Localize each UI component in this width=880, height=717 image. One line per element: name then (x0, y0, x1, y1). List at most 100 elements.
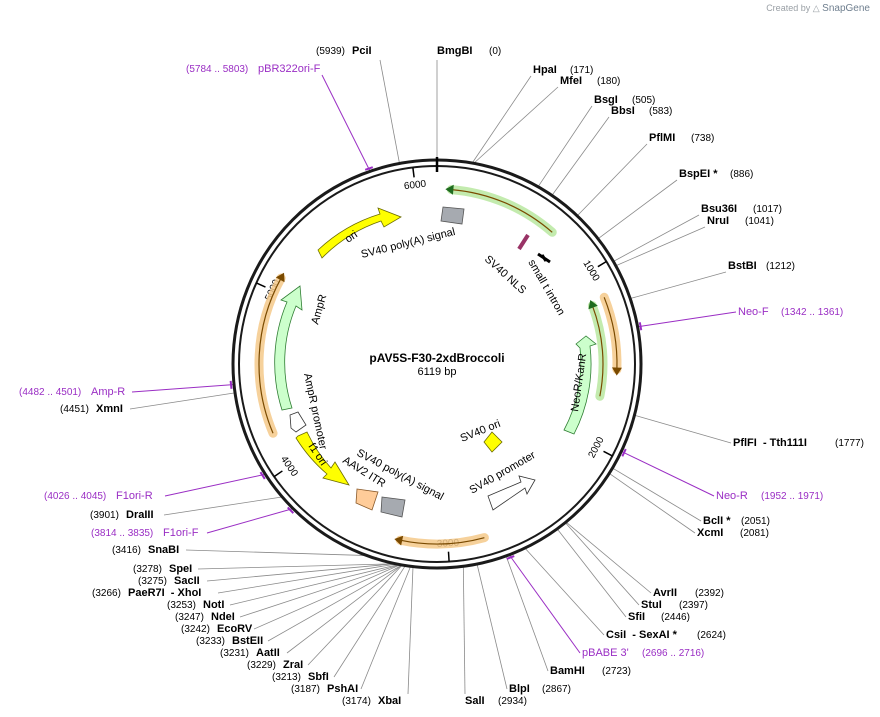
enzyme-position: (2051) (741, 516, 770, 527)
bottom-orange-arc-arrowhead (394, 535, 404, 546)
enzyme-label[interactable]: SacII (174, 575, 200, 587)
enzyme-position: (3187) (291, 684, 320, 695)
primer-connector-line (622, 451, 715, 497)
watermark-created-by: Created by (766, 3, 811, 13)
enzyme-position: (3416) (112, 545, 141, 556)
tick-mark (273, 470, 283, 478)
enzyme-connector-line (307, 565, 402, 666)
primer-label[interactable]: pBABE 3' (582, 647, 629, 659)
enzyme-position: (0) (489, 46, 501, 57)
primer-binding-mark (287, 506, 295, 514)
ampr-promoter-feature[interactable] (289, 411, 307, 433)
enzyme-position: (3242) (181, 624, 210, 635)
enzyme-label[interactable]: BstBI (728, 260, 757, 272)
enzyme-label[interactable]: AvrII (653, 587, 677, 599)
enzyme-label[interactable]: CsiI - SexAI * (606, 629, 678, 641)
enzyme-connector-line (538, 105, 593, 187)
enzyme-label[interactable]: XcmI (697, 527, 723, 539)
enzyme-position: (3213) (272, 672, 301, 683)
enzyme-label[interactable]: BbsI (611, 105, 635, 117)
tick-mark (603, 450, 613, 457)
enzyme-connector-line (206, 563, 393, 582)
primer-binding-mark (506, 555, 515, 560)
sv40-polya-signal-bottom-feature[interactable] (380, 496, 406, 518)
small-t-intron-feature[interactable] (537, 252, 551, 264)
enzyme-label[interactable]: MfeI (560, 75, 582, 87)
enzyme-connector-line (525, 548, 605, 636)
ampr-orange-arc-band-line (258, 277, 282, 434)
enzyme-label[interactable]: NruI (707, 215, 729, 227)
enzyme-label[interactable]: PflMI (649, 132, 675, 144)
primer-connector-line (321, 74, 371, 171)
small-t-intron-label: small t intron (525, 258, 567, 318)
enzyme-connector-line (229, 564, 397, 606)
tick-label: 2000 (587, 435, 607, 460)
enzyme-label[interactable]: NdeI (211, 611, 235, 623)
enzyme-label[interactable]: SalI (465, 695, 485, 707)
enzyme-label[interactable]: HpaI (533, 64, 557, 76)
enzyme-label[interactable]: XmnI (96, 403, 123, 415)
enzyme-label[interactable]: BstEII (232, 635, 263, 647)
enzyme-label[interactable]: PciI (352, 45, 372, 57)
enzyme-label[interactable]: AatII (256, 647, 280, 659)
enzyme-connector-line (360, 567, 411, 690)
enzyme-label[interactable]: SfiI (628, 611, 645, 623)
enzyme-label[interactable]: BclI * (703, 515, 731, 527)
enzyme-connector-line (253, 565, 399, 630)
enzyme-label[interactable]: BmgBI (437, 45, 472, 57)
enzyme-connector-line (635, 415, 732, 444)
enzyme-label[interactable]: SbfI (308, 671, 329, 683)
ori-feature[interactable] (317, 207, 402, 259)
enzyme-position: (1017) (753, 204, 782, 215)
enzyme-position: (3174) (342, 696, 371, 707)
f1-ori-feature[interactable] (295, 431, 350, 486)
sv40-ori-feature[interactable] (483, 431, 503, 453)
enzyme-label[interactable]: StuI (641, 599, 662, 611)
enzyme-label[interactable]: SpeI (169, 563, 192, 575)
primer-connector-line (509, 555, 581, 654)
sv40-nls-feature[interactable] (517, 233, 530, 251)
primer-label[interactable]: F1ori-R (116, 490, 153, 502)
enzyme-label[interactable]: PaeR7I - XhoI (128, 587, 201, 599)
tick-label: 4000 (278, 454, 300, 479)
ampr-label: AmpR (309, 293, 329, 326)
sv40-polya-signal-top-feature[interactable] (440, 206, 465, 225)
enzyme-label[interactable]: PflFI - Tth111I (733, 437, 807, 449)
enzyme-label[interactable]: ZraI (283, 659, 303, 671)
enzyme-connector-line (217, 564, 394, 594)
primer-label[interactable]: F1ori-F (163, 527, 199, 539)
primer-label[interactable]: Neo-R (716, 490, 748, 502)
enzyme-position: (171) (570, 65, 593, 76)
enzyme-label[interactable]: BspEI * (679, 168, 718, 180)
enzyme-label[interactable]: BlpI (509, 683, 530, 695)
primer-label[interactable]: pBR322ori-F (258, 63, 321, 75)
bottom-orange-arc-band-line (400, 537, 485, 545)
enzyme-label[interactable]: DraIII (126, 509, 154, 521)
enzyme-position: (2624) (697, 630, 726, 641)
enzyme-label[interactable]: BamHI (550, 665, 585, 677)
neor-kanr-feature[interactable] (563, 335, 597, 435)
enzyme-position: (2397) (679, 600, 708, 611)
aav2-itr-feature[interactable] (355, 488, 379, 511)
enzyme-label[interactable]: XbaI (378, 695, 401, 707)
enzyme-label[interactable]: Bsu36I (701, 203, 737, 215)
sv40-promoter-feature[interactable] (487, 475, 536, 511)
enzyme-label[interactable]: SnaBI (148, 544, 179, 556)
enzyme-connector-line (163, 496, 282, 516)
enzyme-position: (3247) (175, 612, 204, 623)
primer-label[interactable]: Neo-F (738, 306, 769, 318)
tick-mark (256, 282, 266, 288)
primer-position: (1952 .. 1971) (761, 491, 823, 502)
enzyme-label[interactable]: PshAI (327, 683, 358, 695)
enzyme-connector-line (566, 522, 652, 594)
enzyme-label[interactable]: BsgI (594, 94, 618, 106)
enzyme-connector-line (267, 565, 401, 642)
enzyme-position: (738) (691, 133, 714, 144)
enzyme-label[interactable]: NotI (203, 599, 224, 611)
enzyme-position: (1041) (745, 216, 774, 227)
primer-label[interactable]: Amp-R (91, 386, 125, 398)
enzyme-connector-line (598, 179, 678, 239)
enzyme-position: (1777) (835, 438, 864, 449)
enzyme-label[interactable]: EcoRV (217, 623, 253, 635)
ampr-feature[interactable] (274, 285, 303, 411)
